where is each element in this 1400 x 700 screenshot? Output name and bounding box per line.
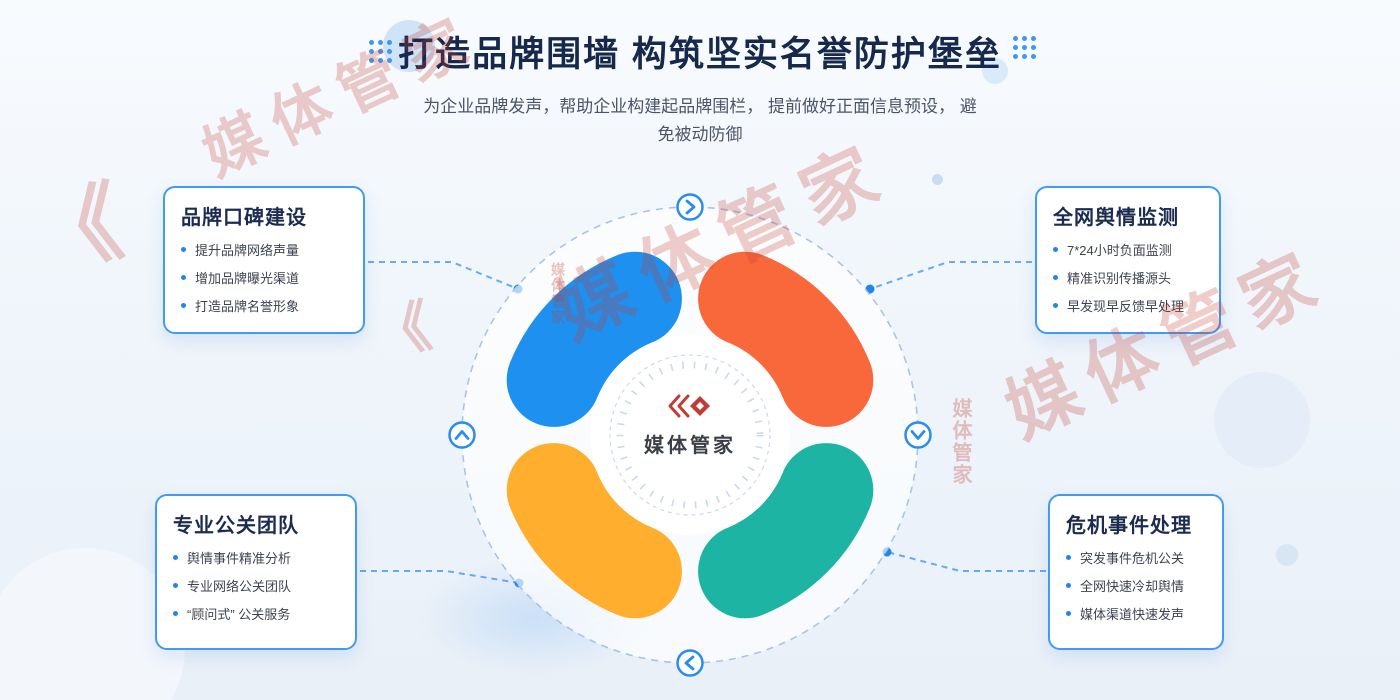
bullet-dot (181, 247, 186, 252)
hub-dashed-ring (609, 354, 771, 516)
bullet-dot (1053, 275, 1058, 280)
cycle-node (904, 421, 932, 449)
arc-brand-reputation (506, 251, 682, 427)
card-item-text: 精准识别传播源头 (1067, 271, 1172, 286)
chevron-down-icon (910, 430, 926, 440)
bg-circle (1214, 372, 1310, 468)
header: 打造品牌围墙 构筑坚实名誉防护堡垒 为企业品牌发声，帮助企业构建起品牌围栏， 提… (0, 0, 1400, 149)
cycle-node (676, 193, 704, 221)
card-item-text: 舆情事件精准分析 (187, 551, 292, 566)
card-title: 品牌口碑建设 (181, 207, 307, 229)
connector-bottom-right (886, 551, 1046, 572)
card-item: 提升品牌网络声量 (181, 240, 347, 259)
connector-top-left (368, 261, 519, 290)
bg-circle (1276, 544, 1298, 566)
bg-circle (982, 58, 1008, 84)
bullet-dot (1066, 583, 1071, 588)
card-brand-reputation: 品牌口碑建设 提升品牌网络声量 增加品牌曝光渠道 打造品牌名誉形象 (163, 186, 365, 334)
bullet-dot (173, 583, 178, 588)
bullet-dot (181, 303, 186, 308)
card-item: “顾问式” 公关服务 (173, 604, 339, 623)
card-crisis-handling: 危机事件处理 突发事件危机公关 全网快速冷却舆情 媒体渠道快速发声 (1048, 494, 1224, 650)
connector-bottom-left (360, 570, 520, 584)
card-item: 打造品牌名誉形象 (181, 296, 347, 315)
arc-opinion-monitoring (698, 251, 874, 427)
card-item: 专业网络公关团队 (173, 576, 339, 595)
card-title: 危机事件处理 (1066, 515, 1192, 537)
cycle-node (448, 421, 476, 449)
hub-tick-ring (616, 361, 764, 509)
bullet-dot (181, 275, 186, 280)
card-title: 专业公关团队 (173, 515, 299, 537)
bg-circle (383, 20, 435, 72)
card-item: 7*24小时负面监测 (1053, 240, 1203, 259)
card-item-text: 突发事件危机公关 (1080, 551, 1185, 566)
arc-pr-team (506, 443, 682, 619)
chevron-up-icon (454, 430, 470, 440)
hub-circle (590, 335, 790, 535)
cycle-diagram (448, 193, 932, 677)
card-item-text: 早发现早反馈早处理 (1067, 299, 1185, 314)
dot-grid-icon (366, 40, 374, 45)
bullet-dot (1053, 303, 1058, 308)
card-item-text: 提升品牌网络声量 (195, 243, 300, 258)
card-item: 媒体渠道快速发声 (1066, 604, 1206, 623)
bullet-dot (173, 555, 178, 560)
card-item-text: 专业网络公关团队 (187, 579, 292, 594)
chevron-right-icon (685, 199, 696, 215)
card-item-text: 打造品牌名誉形象 (195, 299, 300, 314)
card-title: 全网舆情监测 (1053, 207, 1179, 229)
card-item: 精准识别传播源头 (1053, 268, 1203, 287)
card-opinion-monitoring: 全网舆情监测 7*24小时负面监测 精准识别传播源头 早发现早反馈早处理 (1035, 186, 1221, 334)
card-item-text: 增加品牌曝光渠道 (195, 271, 300, 286)
card-item: 舆情事件精准分析 (173, 548, 339, 567)
page-subtitle: 为企业品牌发声，帮助企业构建起品牌围栏， 提前做好正面信息预设， 避免被动防御 (423, 97, 977, 145)
card-item: 增加品牌曝光渠道 (181, 268, 347, 287)
card-item: 突发事件危机公关 (1066, 548, 1206, 567)
cycle-node (676, 649, 704, 677)
bullet-dot (1066, 611, 1071, 616)
bullet-dot (1066, 555, 1071, 560)
chevron-left-icon (684, 655, 695, 671)
bullet-dot (173, 611, 178, 616)
bullet-dot (1053, 247, 1058, 252)
card-item-text: 媒体渠道快速发声 (1080, 607, 1185, 622)
card-pr-team: 专业公关团队 舆情事件精准分析 专业网络公关团队 “顾问式” 公关服务 (155, 494, 357, 650)
bg-circle (932, 174, 943, 185)
card-item: 早发现早反馈早处理 (1053, 296, 1203, 315)
card-item-text: “顾问式” 公关服务 (187, 607, 291, 622)
page-title: 打造品牌围墙 构筑坚实名誉防护堡垒 (398, 35, 1002, 74)
card-item-text: 全网快速冷却舆情 (1080, 579, 1185, 594)
dot-grid-icon (1010, 36, 1018, 41)
card-item: 全网快速冷却舆情 (1066, 576, 1206, 595)
connector-top-right (869, 261, 1032, 290)
arc-crisis-handling (698, 443, 874, 619)
card-item-text: 7*24小时负面监测 (1067, 243, 1172, 258)
